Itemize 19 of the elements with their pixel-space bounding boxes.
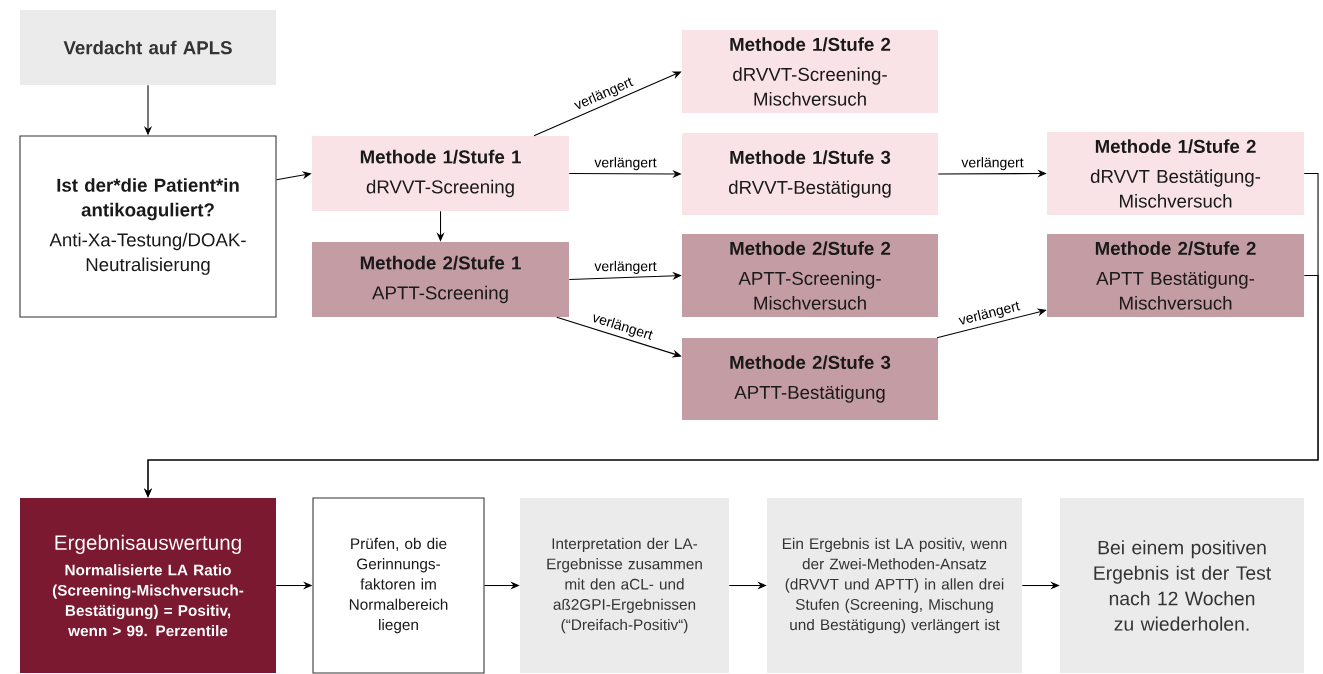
- method-box: Methode 2/Stufe 1 APTT-Screening: [312, 242, 569, 317]
- method-box: Methode 2/Stufe 2 APTT-Screening-Mischversuch: [682, 234, 938, 317]
- edge-label: verlängert: [592, 155, 659, 173]
- step-box: Bei einem positiven Ergebnis ist der Test nach 12 Wochen zu wiederholen.: [1060, 498, 1304, 673]
- method-box: Methode 1/Stufe 3 dRVVT-Bestätigung: [682, 133, 938, 215]
- result-box: Ergebnisauswertung Normalisierte LA Ratio (Screening-Mischversuch-Bestätigung) = Positiv, wenn > 99. Perzentile: [20, 498, 276, 673]
- step-box: Ein Ergebnis ist LA positiv, wenn der Zwei-Methoden-Ansatz (dRVVT und APTT) in allen drei Stufen (Screening, Mischung und Bestätigung) verlängert ist: [767, 498, 1022, 673]
- method-box: Methode 2/Stufe 2 APTT Bestätigung-Mischversuch: [1047, 234, 1304, 317]
- method-box: Methode 2/Stufe 3 APTT-Bestätigung: [682, 338, 938, 420]
- question-box: Ist der*die Patient*in antikoaguliert? Anti-Xa-Testung/DOAK-Neutralisierung: [19, 135, 277, 318]
- edge-label: verlängert: [959, 155, 1026, 173]
- step-box: Prüfen, ob die Gerinnungs- faktoren im Normalbereich liegen: [312, 497, 485, 674]
- arrow: [533, 71, 682, 137]
- step-box: Interpretation der LA-Ergebnisse zusammen mit den aCL- und aß2GPI-Ergebnissen (“Dreifach-Positiv“): [520, 498, 729, 673]
- edge-label: verlängert: [592, 258, 659, 276]
- method-box: Methode 1/Stufe 1 dRVVT-Screening: [312, 136, 569, 211]
- method-box: Methode 1/Stufe 2 dRVVT-Screening-Mischversuch: [682, 30, 938, 113]
- start-box: Verdacht auf APLS: [20, 10, 276, 85]
- method-box: Methode 1/Stufe 2 dRVVT Bestätigung-Mischversuch: [1047, 132, 1304, 215]
